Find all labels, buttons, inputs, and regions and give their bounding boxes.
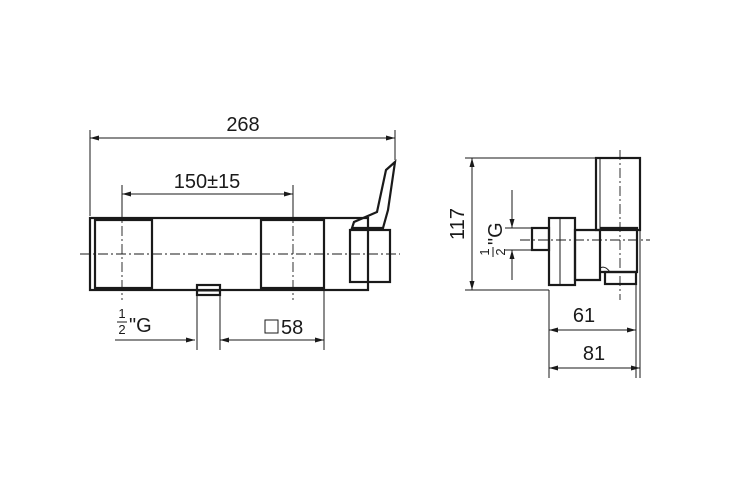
dimension-label-268: 268 — [226, 114, 259, 136]
front-view: 268 150±15 1 2 "G 58 — [80, 114, 400, 350]
thread-suffix: "G — [129, 315, 152, 337]
side-spout — [603, 270, 638, 286]
side-view: 117 1 2 "G 61 81 — [447, 150, 650, 378]
dimension-outlet-square: 58 — [219, 290, 325, 350]
dimension-label-58: 58 — [281, 317, 303, 339]
dimension-center-distance: 150±15 — [121, 171, 294, 218]
dimension-height: 117 — [447, 157, 596, 291]
side-thread-fraction-denominator: 2 — [493, 248, 508, 255]
dimension-label-150: 150±15 — [174, 171, 241, 193]
right-end-block — [348, 228, 392, 284]
side-body — [573, 228, 602, 282]
dimension-label-81: 81 — [583, 343, 605, 365]
wall-flange — [547, 216, 577, 287]
dimension-depth-inner: 61 — [548, 285, 637, 378]
thread-fraction-denominator: 2 — [118, 322, 125, 337]
outlet-spigot — [195, 283, 222, 297]
cartridge-body — [600, 226, 639, 274]
side-lever — [594, 156, 642, 232]
square-outline-icon — [264, 319, 279, 334]
side-thread-suffix: "G — [485, 222, 507, 245]
dimension-inlet-thread-side: 1 2 "G — [477, 190, 532, 280]
thread-fraction-numerator: 1 — [118, 306, 125, 321]
lever-handle — [350, 159, 397, 230]
dimension-label-117: 117 — [447, 208, 469, 240]
dimension-depth-outer: 81 — [549, 230, 641, 378]
inlet-pipe — [530, 226, 551, 252]
dimension-label-61: 61 — [573, 305, 595, 327]
dimension-inlet-thread-front: 1 2 "G — [115, 295, 198, 350]
side-thread-fraction-numerator: 1 — [477, 248, 492, 255]
dimension-overall-width: 268 — [89, 114, 396, 216]
